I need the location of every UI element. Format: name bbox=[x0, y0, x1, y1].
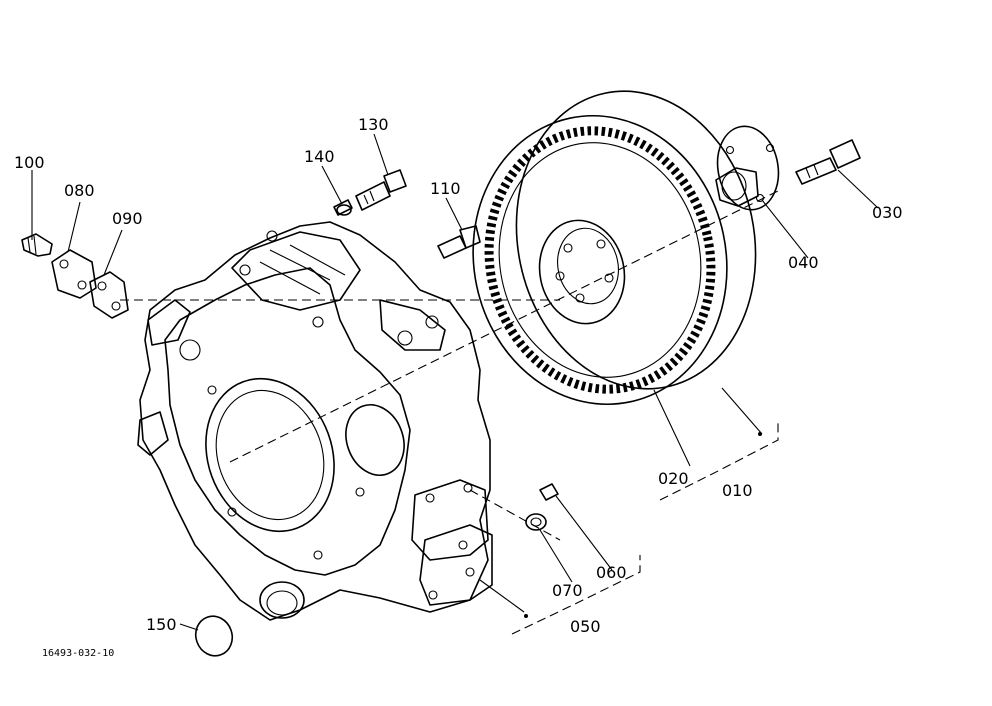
callout-110: 110 bbox=[430, 179, 461, 198]
reference-code: 16493-032-10 bbox=[42, 648, 114, 659]
plug bbox=[194, 615, 234, 657]
cover-parts bbox=[21, 233, 129, 319]
callout-030: 030 bbox=[872, 203, 903, 222]
callout-010: 010 bbox=[722, 481, 753, 500]
bolts-left bbox=[333, 169, 481, 259]
leader-lines bbox=[31, 133, 879, 635]
callout-150: 150 bbox=[146, 615, 177, 634]
callout-130: 130 bbox=[358, 115, 389, 134]
flywheel bbox=[472, 90, 757, 406]
callout-060: 060 bbox=[596, 563, 627, 582]
callout-090: 090 bbox=[112, 209, 143, 228]
callout-020: 020 bbox=[658, 469, 689, 488]
callout-140: 140 bbox=[304, 147, 335, 166]
callout-050: 050 bbox=[570, 617, 601, 636]
flywheel-housing bbox=[137, 221, 493, 621]
pin-and-bushing bbox=[525, 483, 559, 531]
callout-070: 070 bbox=[552, 581, 583, 600]
callout-labels: 100 080 090 140 130 110 030 040 020 010 … bbox=[14, 115, 903, 659]
callout-080: 080 bbox=[64, 181, 95, 200]
callout-040: 040 bbox=[788, 253, 819, 272]
hub-and-bolt bbox=[715, 125, 861, 211]
callout-100: 100 bbox=[14, 153, 45, 172]
